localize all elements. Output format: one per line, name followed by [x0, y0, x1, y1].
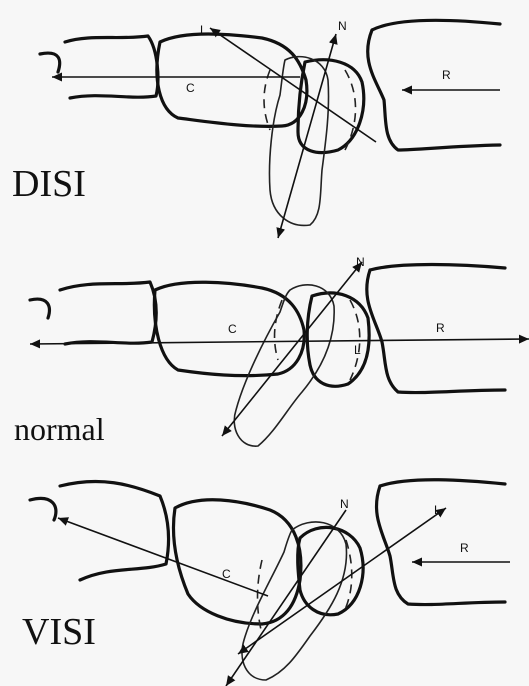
- label-capitate: C: [222, 567, 231, 581]
- label-lunate: L: [200, 23, 207, 37]
- label-capitate: C: [228, 322, 237, 336]
- label-scaphoid: N: [338, 19, 347, 33]
- lunate-bone: [298, 60, 364, 153]
- label-radius: R: [460, 541, 469, 555]
- label-radius: R: [442, 68, 451, 82]
- label-radius: R: [436, 321, 445, 335]
- scaphoid-axis-line: [278, 34, 336, 238]
- radius-bone: [368, 20, 500, 150]
- metacarpal-base: [30, 498, 56, 520]
- scaphoid-axis-line: [226, 510, 346, 686]
- metacarpal-base: [40, 53, 60, 72]
- capitate-bone: [157, 34, 307, 126]
- label-lunate: L: [434, 503, 441, 517]
- lunate-bone: [298, 527, 363, 614]
- label-lunate: L: [354, 343, 361, 357]
- panel-disi: L N C R DISI: [12, 19, 500, 238]
- metacarpal-base: [30, 299, 49, 318]
- label-capitate: C: [186, 81, 195, 95]
- panel-title-normal: normal: [14, 411, 105, 447]
- panel-normal: N C L R normal: [14, 255, 529, 447]
- metacarpal-bone: [60, 282, 156, 344]
- label-scaphoid: N: [356, 255, 365, 269]
- radius-bone: [377, 480, 506, 605]
- panel-visi: N L C R VISI: [22, 480, 510, 686]
- label-scaphoid: N: [340, 497, 349, 511]
- scaphoid-hidden-edge: [264, 70, 270, 130]
- metacarpal-bone: [60, 481, 168, 580]
- capitate-axis-line: [58, 518, 268, 596]
- metacarpal-bone: [65, 36, 158, 98]
- scaphoid-bone: [234, 285, 334, 446]
- panel-title-disi: DISI: [12, 163, 86, 205]
- panel-title-visi: VISI: [22, 611, 96, 653]
